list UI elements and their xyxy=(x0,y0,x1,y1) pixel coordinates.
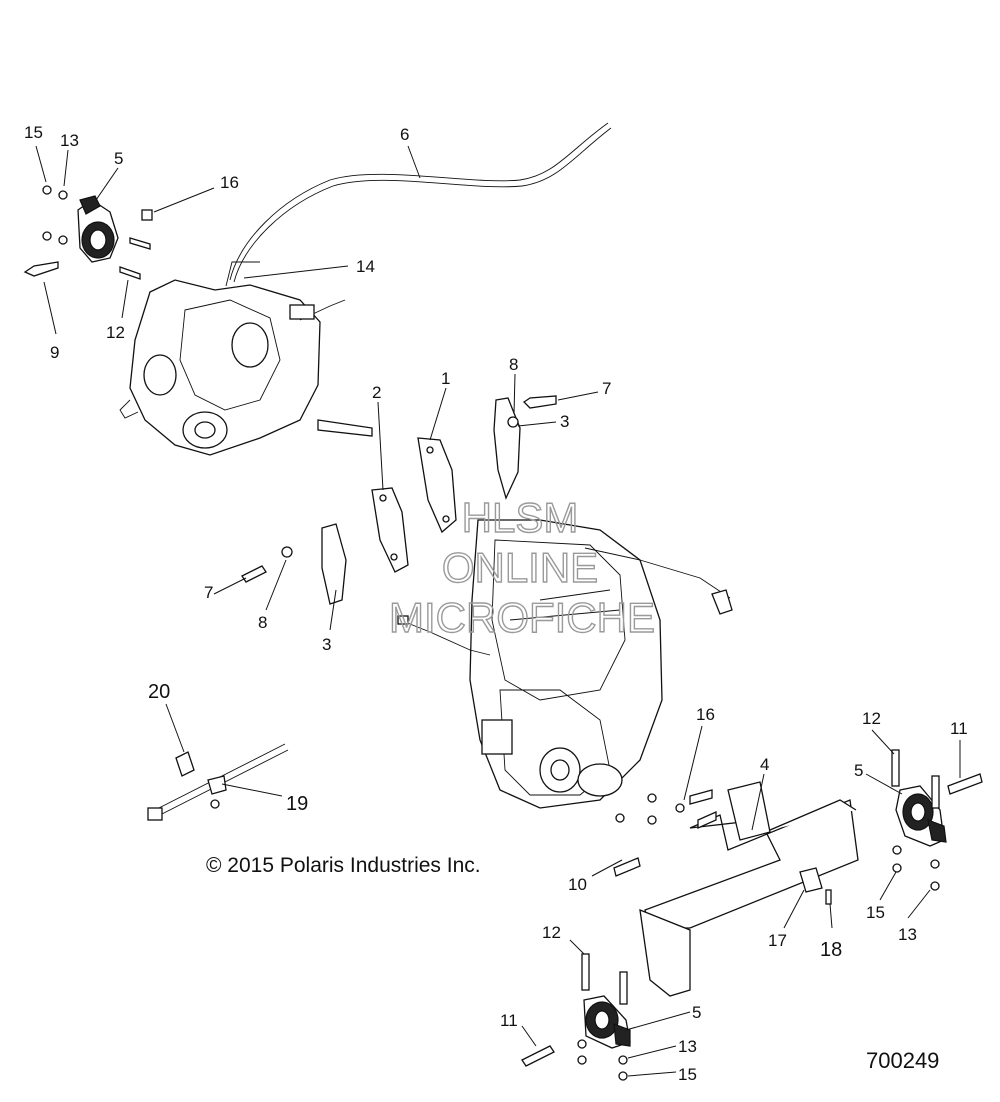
callout-13-bottom: 13 xyxy=(678,1037,697,1056)
callout-12-bottom: 12 xyxy=(542,923,561,942)
callout-11-right: 11 xyxy=(950,719,968,738)
callout-9: 9 xyxy=(50,343,59,362)
callout-19: 19 xyxy=(286,793,308,815)
callout-11-bottom: 11 xyxy=(500,1011,518,1030)
callout-14: 14 xyxy=(356,257,375,276)
callout-8-lower: 8 xyxy=(258,613,267,632)
transmission xyxy=(119,279,373,456)
mount-bracket-bar xyxy=(613,781,859,997)
callout-4: 4 xyxy=(760,755,769,774)
callout-12: 12 xyxy=(106,323,125,342)
callout-6: 6 xyxy=(400,125,409,144)
leader-lines xyxy=(35,145,961,1077)
callout-1: 1 xyxy=(441,369,450,388)
callout-3: 3 xyxy=(560,412,569,431)
engine-mount-upper-left xyxy=(23,185,153,280)
callout-16: 16 xyxy=(220,173,239,192)
callouts: 15 13 5 16 9 12 6 14 2 1 8 7 3 7 8 3 20 … xyxy=(24,123,968,1084)
callout-7: 7 xyxy=(602,379,611,398)
callout-2: 2 xyxy=(372,383,381,402)
callout-15-bottom: 15 xyxy=(678,1065,697,1084)
watermark-line-3: MICROFICHE xyxy=(389,594,655,641)
callout-5-bottom: 5 xyxy=(692,1003,701,1022)
shift-cable xyxy=(225,122,612,287)
callout-15: 15 xyxy=(24,123,43,142)
callout-17: 17 xyxy=(768,931,787,950)
copyright-notice: © 2015 Polaris Industries Inc. xyxy=(206,854,481,877)
engine xyxy=(397,519,733,809)
callout-13-right: 13 xyxy=(898,925,917,944)
watermark-line-2: ONLINE xyxy=(442,544,598,591)
callout-20: 20 xyxy=(148,681,170,703)
callout-10: 10 xyxy=(568,875,587,894)
callout-5: 5 xyxy=(114,149,123,168)
watermark-line-1: HLSM xyxy=(462,494,579,541)
callout-13: 13 xyxy=(60,131,79,150)
callout-16-right: 16 xyxy=(696,705,715,724)
callout-8: 8 xyxy=(509,355,518,374)
diagram-number: 700249 xyxy=(866,1048,939,1073)
callout-12-right: 12 xyxy=(862,709,881,728)
callout-15-right: 15 xyxy=(866,903,885,922)
callout-3-lower: 3 xyxy=(322,635,331,654)
harness-clip xyxy=(147,743,289,821)
engine-mount-bottom xyxy=(521,953,631,1081)
watermark: HLSM ONLINE MICROFICHE xyxy=(388,493,655,641)
brackets xyxy=(241,395,557,605)
callout-18: 18 xyxy=(820,939,842,961)
engine-mount-right xyxy=(891,749,983,891)
callout-5-right: 5 xyxy=(854,761,863,780)
callout-7-lower: 7 xyxy=(204,583,213,602)
